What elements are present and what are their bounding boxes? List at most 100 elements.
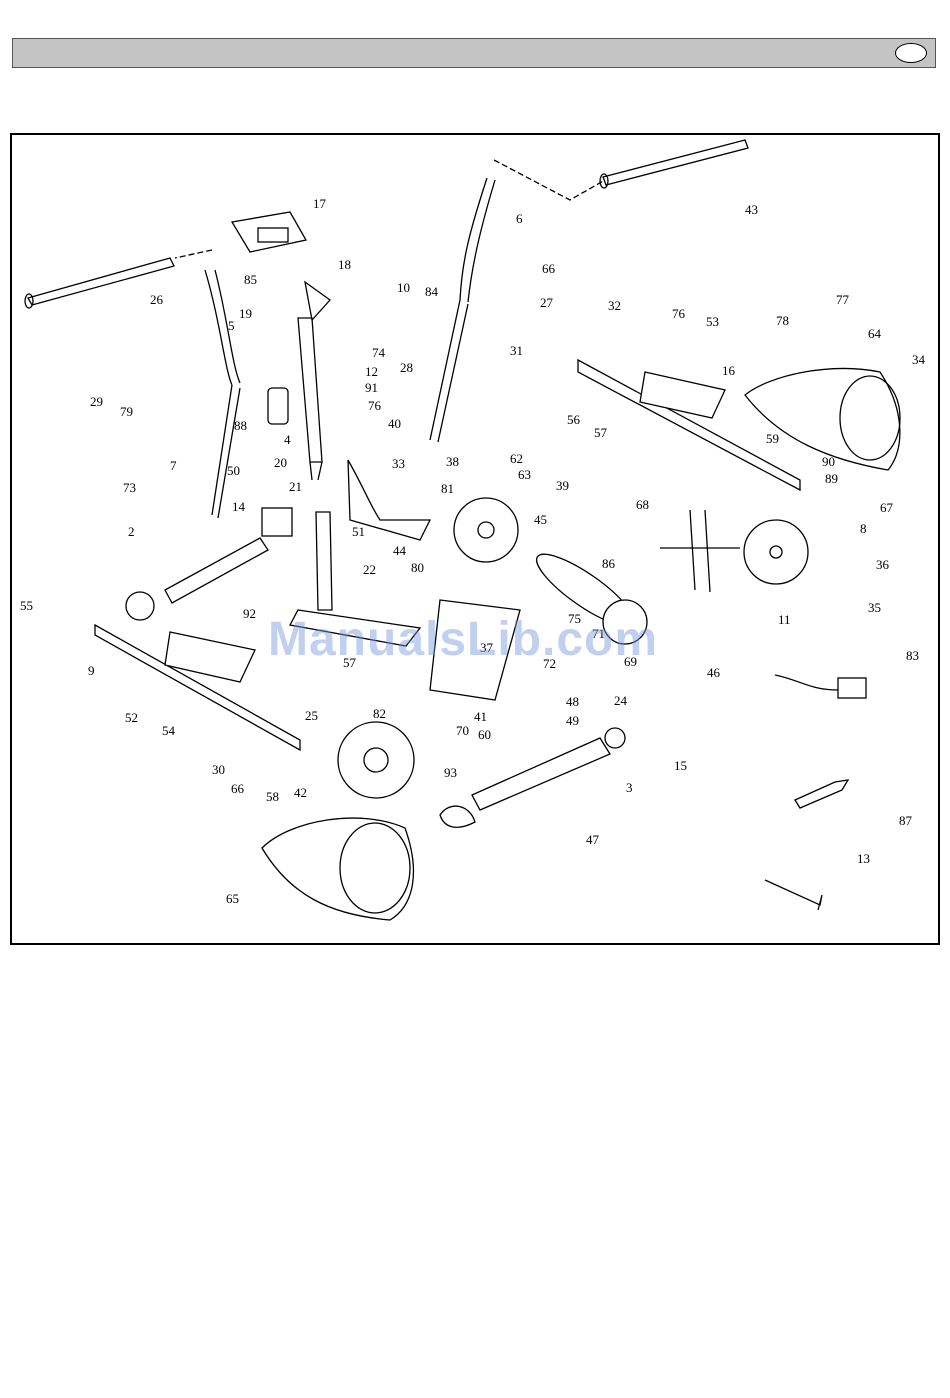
part-label-43: 43 [745, 202, 758, 217]
part-label-24: 24 [614, 693, 628, 708]
console [232, 212, 306, 252]
left-footpad [165, 632, 255, 682]
part-label-89: 89 [825, 471, 838, 486]
part-label-49: 49 [566, 713, 579, 728]
left-upper-arm [205, 270, 240, 385]
right-upper-arm [460, 178, 495, 302]
part-label-25: 25 [305, 708, 318, 723]
part-label-6: 6 [516, 211, 523, 226]
part-label-36: 36 [876, 557, 890, 572]
left-chain-cover-65 [262, 818, 413, 920]
part-label-76b: 76 [672, 306, 686, 321]
right-handlebar-grip [603, 140, 748, 185]
part-label-78: 78 [776, 313, 789, 328]
part-label-51: 51 [352, 524, 365, 539]
part-label-12: 12 [365, 364, 378, 379]
part-label-56: 56 [567, 412, 581, 427]
part-label-40: 40 [388, 416, 401, 431]
end-cap-15 [605, 728, 625, 748]
part-label-44: 44 [393, 543, 407, 558]
part-label-55: 55 [20, 598, 33, 613]
part-label-20: 20 [274, 455, 287, 470]
part-label-34: 34 [912, 352, 926, 367]
part-label-7: 7 [170, 458, 177, 473]
part-label-83: 83 [906, 648, 919, 663]
part-label-76a: 76 [368, 398, 382, 413]
part-label-58: 58 [266, 789, 279, 804]
front-roller-14 [262, 508, 292, 536]
part-label-4: 4 [284, 432, 291, 447]
part-label-57a: 57 [594, 425, 608, 440]
part-label-82: 82 [373, 706, 386, 721]
part-label-77: 77 [836, 292, 850, 307]
part-label-8: 8 [860, 521, 867, 536]
part-label-35: 35 [868, 600, 881, 615]
right-lower-arm [430, 300, 468, 442]
part-label-31: 31 [510, 343, 523, 358]
part-label-29: 29 [90, 394, 103, 409]
part-label-53: 53 [706, 314, 719, 329]
part-label-79: 79 [120, 404, 133, 419]
wrench-87 [795, 780, 848, 808]
part-label-32: 32 [608, 298, 621, 313]
part-label-41: 41 [474, 709, 487, 724]
part-label-46: 46 [707, 665, 721, 680]
power-adapter-83 [838, 678, 866, 698]
part-label-66a: 66 [542, 261, 556, 276]
part-label-26: 26 [150, 292, 164, 307]
part-label-66b: 66 [231, 781, 245, 796]
part-label-38: 38 [446, 454, 459, 469]
part-label-39: 39 [556, 478, 569, 493]
part-label-22: 22 [363, 562, 376, 577]
part-label-80: 80 [411, 560, 424, 575]
part-label-84: 84 [425, 284, 439, 299]
part-label-63: 63 [518, 467, 531, 482]
part-label-17: 17 [313, 196, 327, 211]
post-bottom [310, 462, 322, 480]
crank-disk-82 [338, 722, 414, 798]
pulley-cover-35 [744, 520, 808, 584]
part-label-60: 60 [478, 727, 491, 742]
part-label-65: 65 [226, 891, 239, 906]
part-label-88: 88 [234, 418, 247, 433]
part-label-3: 3 [626, 780, 633, 795]
part-label-52: 52 [125, 710, 138, 725]
part-label-10: 10 [397, 280, 410, 295]
part-label-5: 5 [228, 318, 235, 333]
part-label-54: 54 [162, 723, 176, 738]
part-label-68: 68 [636, 497, 649, 512]
part-label-59: 59 [766, 431, 779, 446]
part-label-21: 21 [289, 479, 302, 494]
part-label-62: 62 [510, 451, 523, 466]
part-label-50: 50 [227, 463, 240, 478]
adapter-cord [775, 675, 838, 690]
part-label-33: 33 [392, 456, 405, 471]
part-label-86: 86 [602, 556, 616, 571]
handlebar-post [298, 318, 322, 462]
dash-guides [175, 160, 605, 258]
part-label-28: 28 [400, 360, 413, 375]
roller-wheel [126, 592, 154, 620]
part-label-93: 93 [444, 765, 457, 780]
watermark: ManualsLib.com [268, 612, 658, 667]
part-label-42: 42 [294, 785, 307, 800]
part-label-91: 91 [365, 380, 378, 395]
part-label-27: 27 [540, 295, 554, 310]
part-label-85: 85 [244, 272, 257, 287]
main-frame-column [316, 512, 332, 610]
part-label-9: 9 [88, 663, 95, 678]
part-label-48: 48 [566, 694, 579, 709]
handlebar-bracket [305, 282, 330, 320]
part-label-70: 70 [456, 723, 469, 738]
rear-stabilizer-3 [472, 738, 610, 810]
part-label-11: 11 [778, 612, 791, 627]
part-label-16: 16 [722, 363, 736, 378]
part-label-19: 19 [239, 306, 252, 321]
part-label-18: 18 [338, 257, 351, 272]
part-label-47: 47 [586, 832, 600, 847]
crank-bracket-68 [660, 510, 740, 592]
part-label-14: 14 [232, 499, 246, 514]
part-label-87: 87 [899, 813, 913, 828]
flywheel-45 [454, 498, 518, 562]
